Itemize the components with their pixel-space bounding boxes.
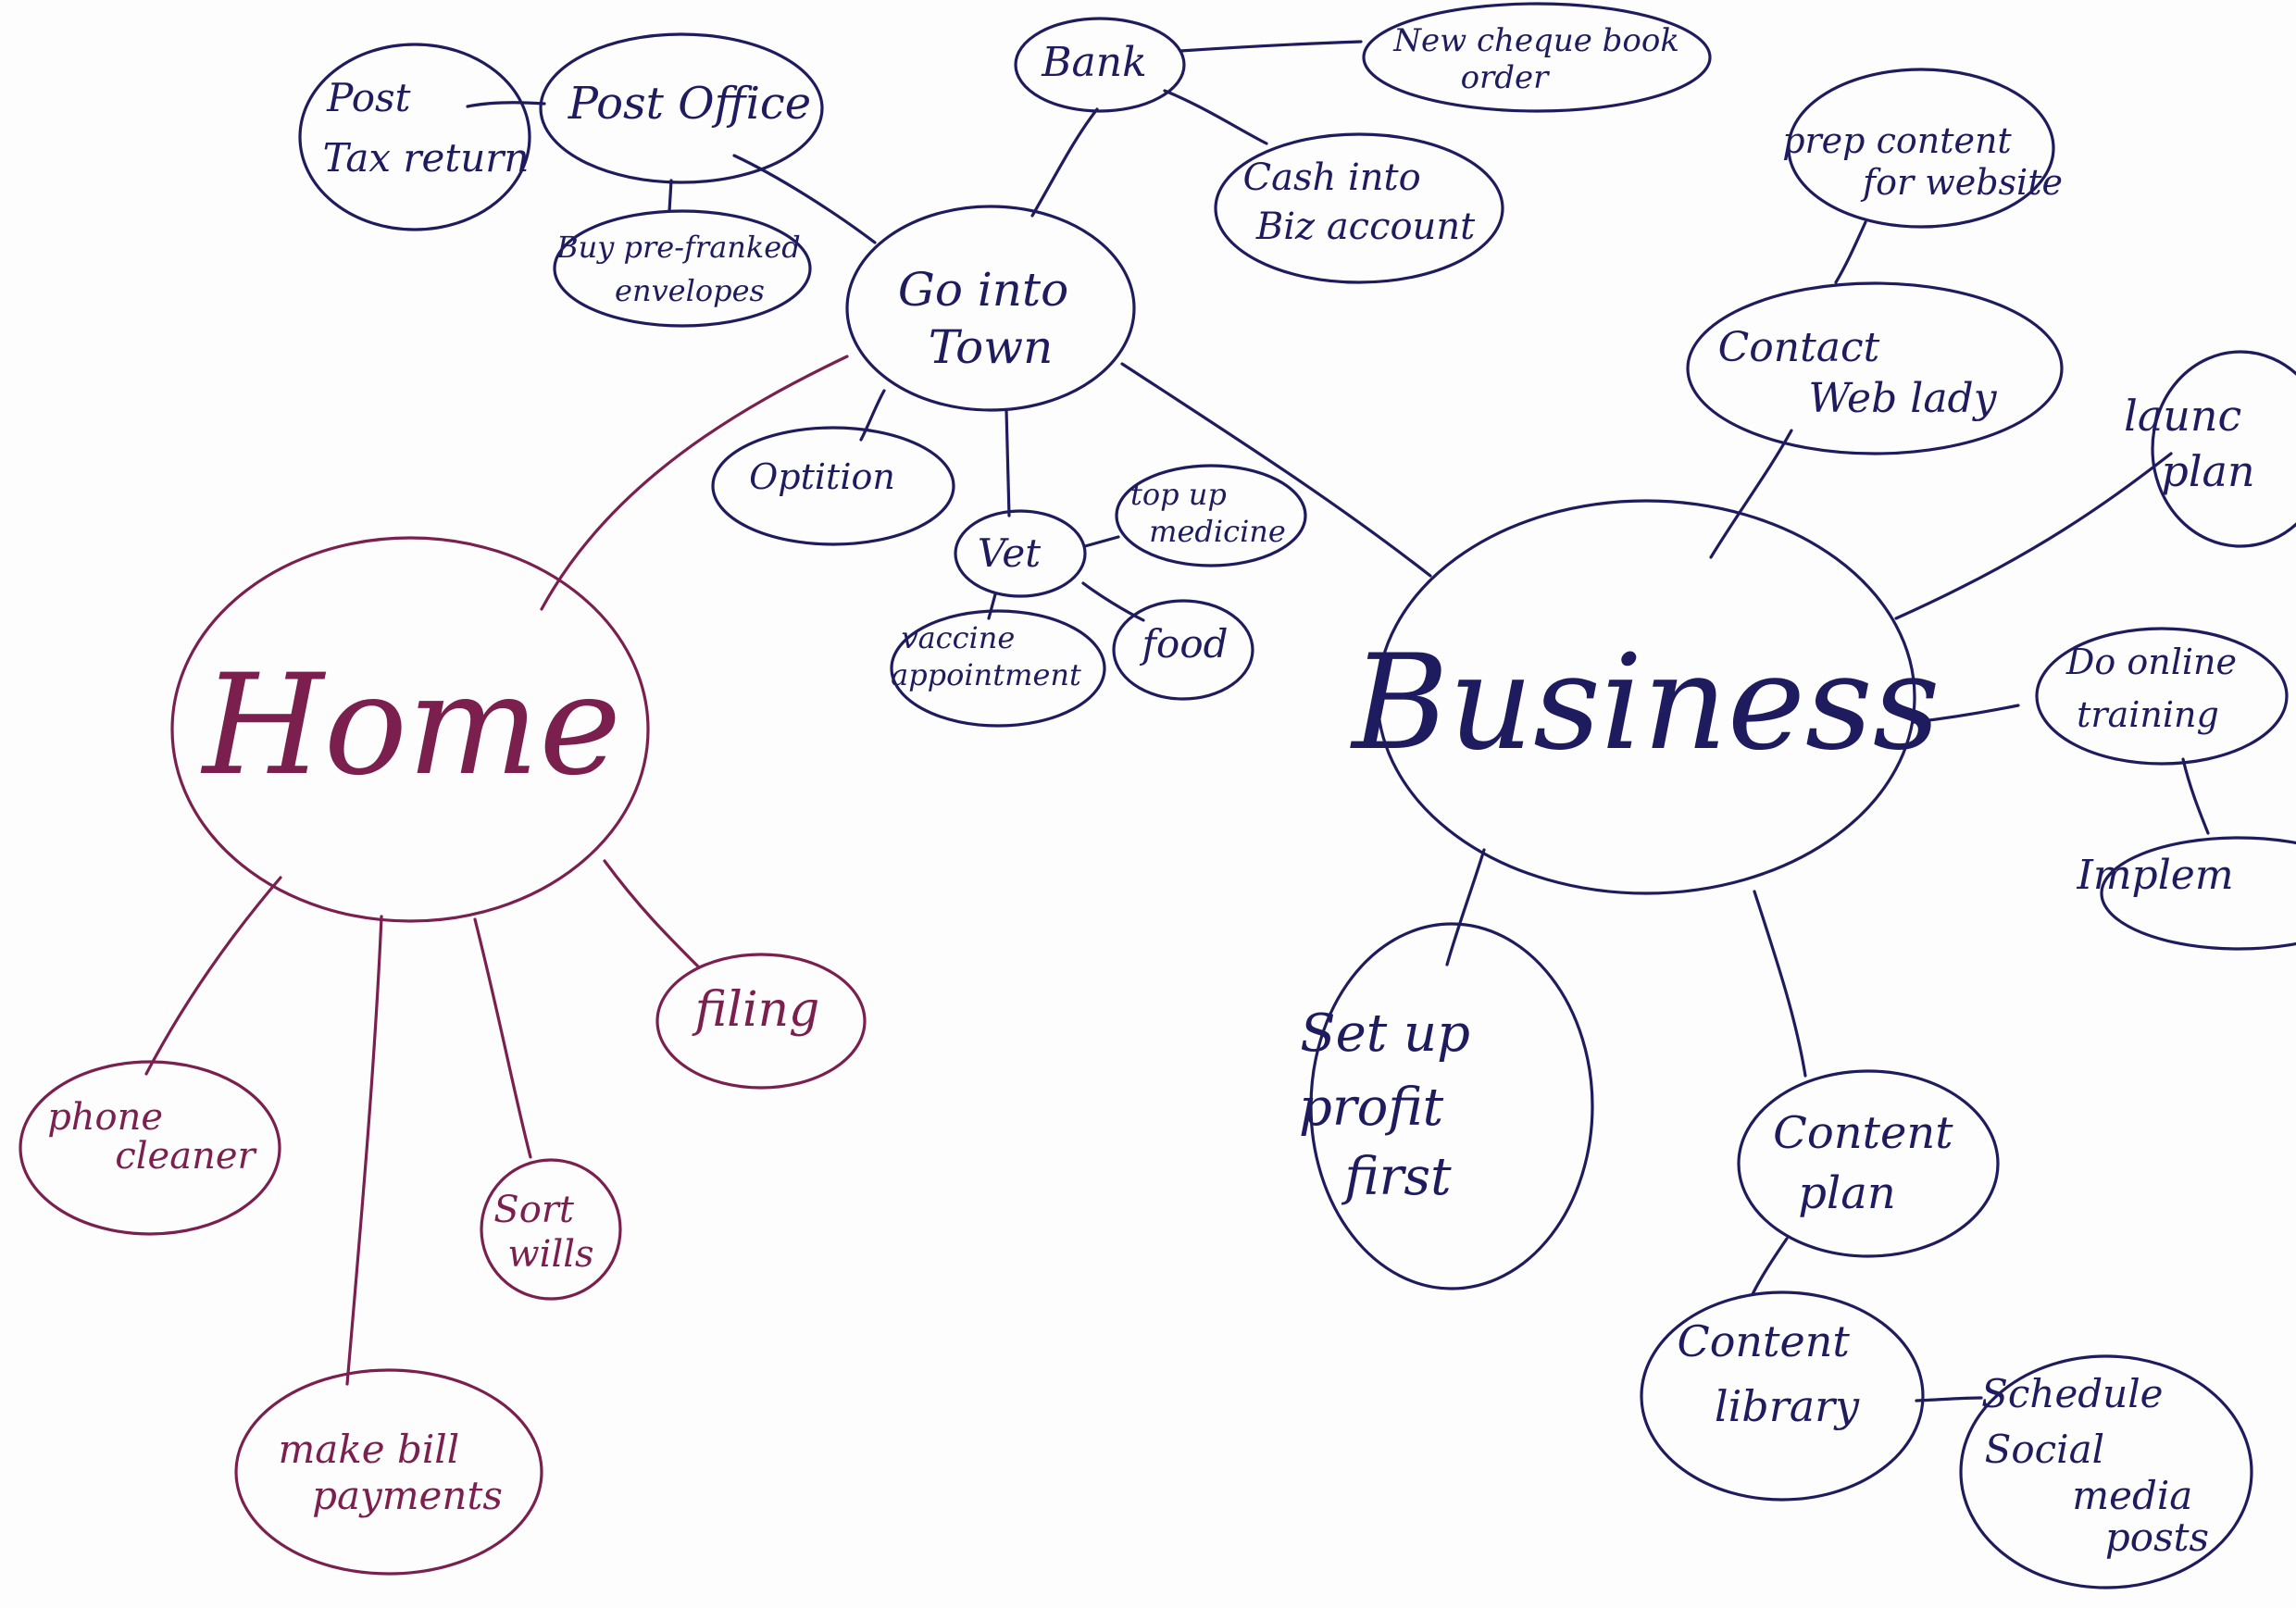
node-phone-cleaner-shape	[19, 1060, 281, 1236]
node-schedule-social-label: Schedule Social media posts	[1981, 1371, 2209, 1560]
node-set-up-profit-first-label: Set up profit first	[1299, 1003, 1487, 1207]
node-post-office-label: Post Office	[568, 78, 811, 130]
node-post-tax-return-label: Post Tax return	[323, 75, 530, 181]
connector-weblady-prep	[1834, 220, 1867, 284]
node-post-office-shape	[539, 32, 824, 184]
node-post-tax-return-shape	[298, 43, 531, 231]
node-filing-label: filing	[692, 982, 820, 1038]
connector-town-optician	[859, 389, 886, 442]
connector-home-bills	[345, 915, 383, 1386]
node-buy-envelopes-shape	[553, 209, 812, 328]
node-food-label: food	[1139, 621, 1228, 667]
connector-town-postoffice	[732, 154, 877, 244]
connector-postoffice-envelopes	[668, 179, 673, 213]
connector-bank-cash	[1163, 89, 1268, 145]
node-vet-label: Vet	[978, 530, 1041, 576]
node-bank-shape	[1014, 17, 1186, 113]
node-do-online-training-label: Do online training	[2065, 642, 2248, 735]
node-business-shape	[1376, 499, 1916, 895]
connector-training-implement	[2181, 757, 2210, 835]
node-top-up-medicine-label: top up medicine	[1130, 477, 1286, 549]
node-make-bill-payments-shape	[234, 1368, 543, 1576]
node-sort-wills-shape	[480, 1158, 622, 1301]
node-home-label: Home	[200, 645, 621, 806]
node-vet-shape	[954, 509, 1087, 598]
node-new-cheque-book-shape	[1362, 2, 1712, 113]
connector-vet-vaccine	[987, 592, 997, 620]
node-prep-content-label: prep content for website	[1782, 120, 2063, 203]
node-schedule-social-shape	[1959, 1354, 2253, 1589]
node-launch-plan-label: launc plan	[2124, 391, 2255, 496]
node-content-plan-shape	[1737, 1069, 2000, 1258]
connector-home-wills	[473, 917, 532, 1159]
node-implement-shape	[2100, 836, 2296, 951]
connector-business-contentplan	[1753, 890, 1807, 1078]
node-optician-shape	[711, 426, 955, 546]
node-contact-web-lady-label: Contact Web lady	[1718, 324, 1998, 422]
connector-bank-cheque	[1179, 40, 1363, 53]
node-business-label: Business	[1349, 627, 1940, 779]
node-implement-label: Implem	[2076, 852, 2233, 899]
connector-business-launch	[1894, 452, 2173, 620]
node-make-bill-payments-label: make bill payments	[278, 1427, 502, 1518]
node-buy-envelopes-label: Buy pre-franked envelopes	[555, 230, 810, 308]
connector-town-vet	[1004, 408, 1011, 517]
node-go-into-town-shape	[845, 205, 1136, 412]
node-content-library-label: Content library	[1678, 1316, 1864, 1431]
node-filing-shape	[655, 953, 867, 1090]
node-top-up-medicine-shape	[1115, 464, 1307, 567]
connector-business-weblady	[1709, 429, 1793, 559]
connector-library-schedule	[1915, 1396, 1983, 1402]
node-home-shape	[170, 536, 650, 923]
node-labels: Home Business Go into Town Post Office P…	[47, 22, 2255, 1560]
connector-contentplan-library	[1751, 1237, 1789, 1296]
node-launch-plan-shape	[2151, 350, 2296, 548]
connector-home-filing	[603, 859, 701, 969]
node-optician-label: Optition	[749, 456, 895, 497]
node-cash-into-biz-label: Cash into Biz account	[1243, 156, 1477, 248]
node-phone-cleaner-label: phone cleaner	[47, 1096, 257, 1178]
connector-home-phone	[144, 876, 282, 1076]
node-cash-into-biz-shape	[1214, 132, 1504, 284]
connector-postoffice-tax	[466, 101, 546, 108]
connector-vet-food	[1081, 581, 1145, 622]
connector-vet-medicine	[1083, 535, 1120, 548]
connector-town-business	[1120, 362, 1432, 578]
node-do-online-training-shape	[2035, 627, 2289, 766]
node-vaccine-appointment-label: vaccine appointment	[891, 620, 1081, 692]
node-sort-wills-label: Sort wills	[493, 1189, 593, 1276]
node-go-into-town-label: Go into Town	[898, 263, 1083, 374]
node-content-library-shape	[1640, 1290, 1925, 1502]
node-contact-web-lady-shape	[1686, 281, 2064, 455]
node-shapes	[19, 2, 2296, 1589]
node-food-shape	[1112, 599, 1254, 701]
node-content-plan-label: Content plan	[1773, 1107, 1967, 1219]
node-new-cheque-book-label: New cheque book order	[1392, 22, 1690, 96]
node-set-up-profit-first-shape	[1309, 922, 1594, 1290]
node-prep-content-shape	[1787, 68, 2055, 229]
connector-business-profit	[1445, 848, 1486, 966]
node-vaccine-appointment-shape	[890, 609, 1106, 728]
connector-town-bank	[1030, 107, 1099, 218]
node-bank-label: Bank	[1041, 39, 1147, 86]
connector-business-training	[1913, 704, 2020, 724]
connector-town-home	[540, 355, 849, 611]
connectors	[144, 40, 2210, 1402]
